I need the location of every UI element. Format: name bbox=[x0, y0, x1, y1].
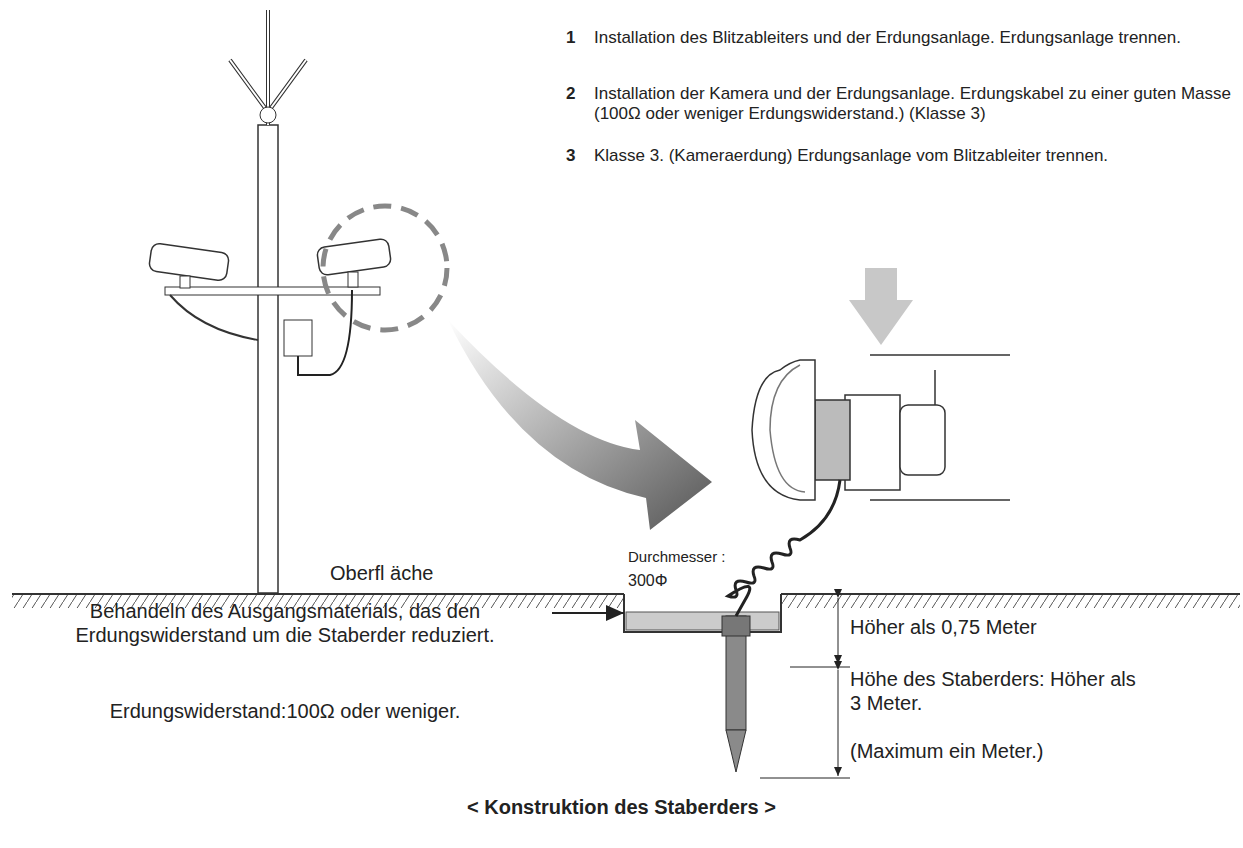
rod-clamp bbox=[722, 616, 750, 636]
diameter-label: Durchmesser : bbox=[628, 548, 748, 566]
depth-dimension: Höher als 0,75 Meter bbox=[850, 616, 1180, 640]
junction-box bbox=[284, 320, 312, 356]
dimension-line bbox=[838, 598, 839, 664]
camera-left bbox=[148, 243, 229, 288]
extension-line bbox=[760, 778, 850, 779]
camera-right bbox=[316, 238, 391, 287]
rod-dimension: Höhe des Staberders: Höher als 3 Meter. bbox=[850, 668, 1140, 715]
detail-circle bbox=[323, 206, 447, 330]
lightning-rod-arms bbox=[230, 60, 306, 112]
callout-number: 2 bbox=[566, 84, 590, 104]
caption: < Konstruktion des Staberders > bbox=[0, 796, 1243, 820]
surface-label: Oberfl äche bbox=[330, 562, 530, 586]
resistance-note: Erdungswiderstand:100Ω oder weniger. bbox=[20, 700, 550, 724]
rod-note: (Maximum ein Meter.) bbox=[850, 740, 1140, 764]
rod-joint bbox=[260, 107, 276, 123]
callout-number: 1 bbox=[566, 28, 590, 48]
bracket bbox=[170, 295, 258, 340]
dimension-line bbox=[838, 670, 839, 776]
down-arrow bbox=[849, 268, 913, 345]
step-text: Installation der Kamera und der Erdungsa… bbox=[594, 84, 1234, 124]
step-text: Installation des Blitzableiters und der … bbox=[594, 28, 1234, 48]
step-text: Klasse 3. (Kameraerdung) Erdungsanlage v… bbox=[594, 146, 1234, 166]
ground-material bbox=[626, 612, 779, 630]
pit-outline bbox=[624, 594, 781, 632]
extension-line bbox=[790, 667, 850, 668]
pit-cutout bbox=[624, 592, 781, 632]
callout-number: 3 bbox=[566, 146, 590, 166]
camera-cable bbox=[298, 290, 352, 375]
diameter-value: 300Φ bbox=[628, 572, 708, 591]
camera-detail bbox=[752, 355, 1010, 500]
coiled-cable bbox=[728, 480, 840, 616]
pole bbox=[258, 125, 278, 593]
pointer-arrow bbox=[552, 612, 624, 614]
crossbar bbox=[165, 287, 380, 295]
zoom-arrow bbox=[448, 320, 712, 530]
material-note: Behandeln des Ausgangsmaterials, das den… bbox=[20, 600, 550, 647]
rod-tip bbox=[726, 730, 746, 772]
